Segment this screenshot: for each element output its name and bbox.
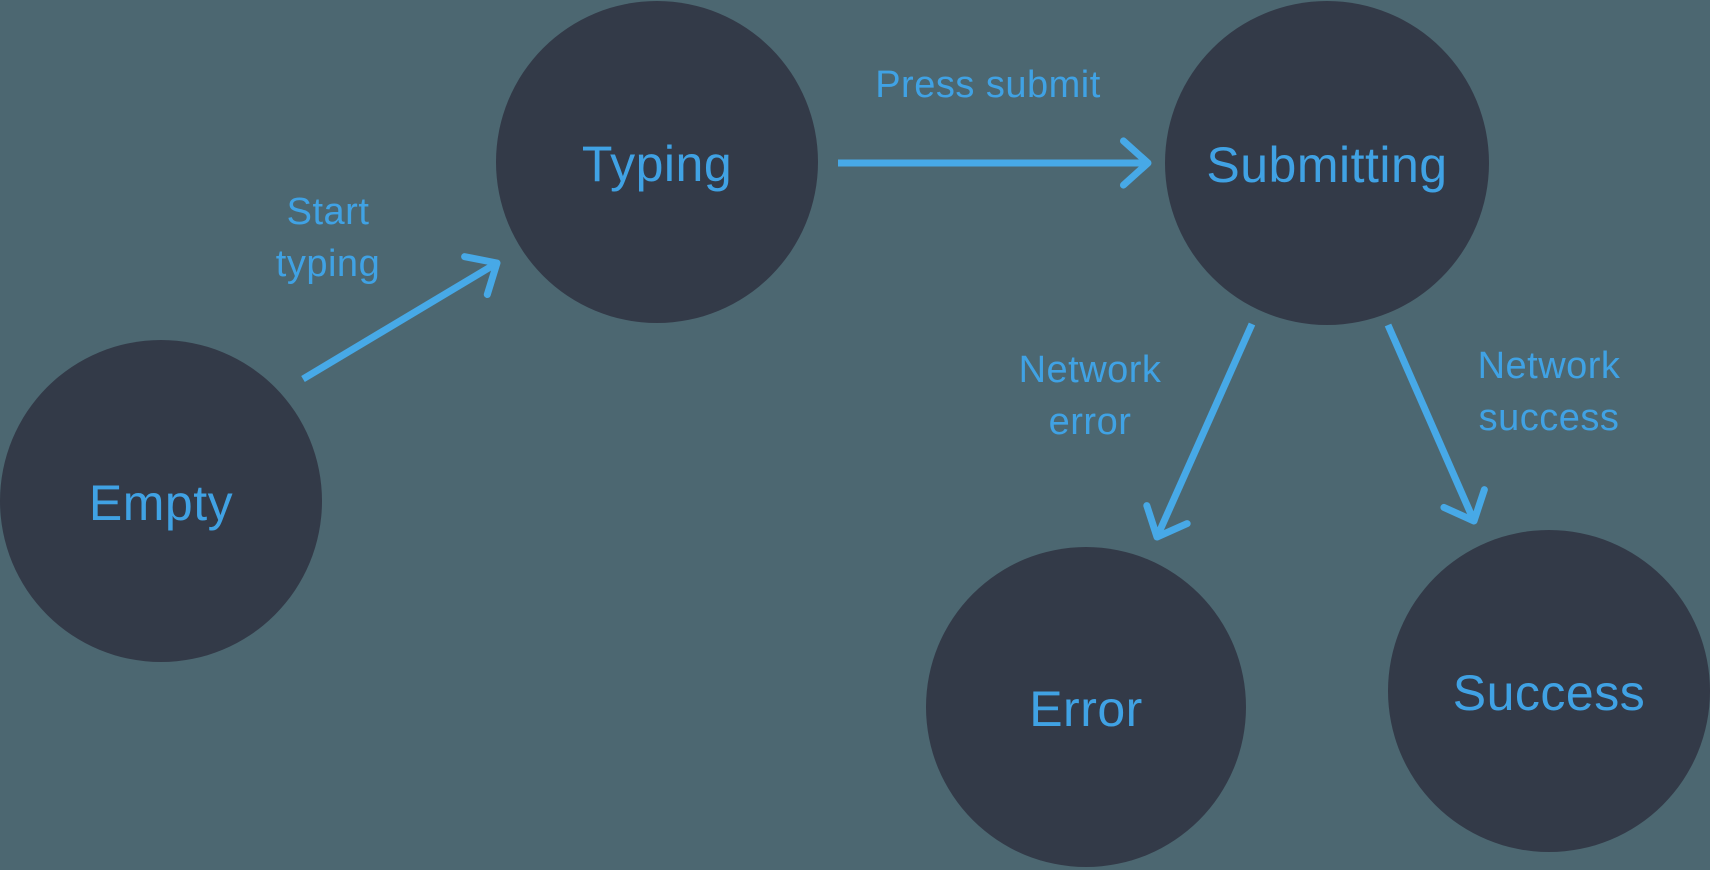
edge-press-submit [838, 137, 1152, 189]
edge-network-success [1384, 323, 1488, 525]
edge-network-error-line [1153, 322, 1256, 539]
edge-start-typing [301, 253, 501, 383]
edge-start-typing-line [301, 259, 499, 383]
edge-network-success-arrowhead-icon [1440, 486, 1488, 525]
edge-network-success-line [1384, 323, 1478, 523]
edge-network-error-arrowhead-icon [1143, 502, 1191, 541]
edge-press-submit-arrowhead-icon [1119, 137, 1152, 189]
edge-network-error [1143, 322, 1256, 541]
